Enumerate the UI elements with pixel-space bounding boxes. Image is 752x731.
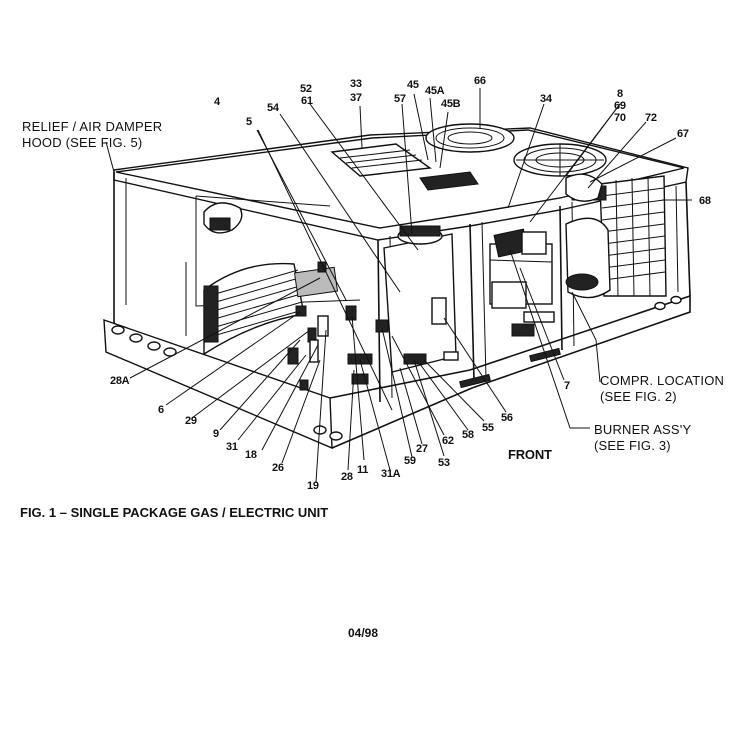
- callout-34: 34: [540, 93, 552, 105]
- callout-31: 31: [226, 441, 238, 453]
- callout-69: 69: [614, 100, 626, 112]
- callout-52: 52: [300, 83, 312, 95]
- callout-9: 9: [213, 428, 219, 440]
- callout-19: 19: [307, 480, 319, 492]
- callout-28a: 28A: [110, 375, 130, 387]
- callout-56: 56: [501, 412, 513, 424]
- callout-67: 67: [677, 128, 689, 140]
- callout-11: 11: [357, 464, 369, 476]
- callout-59: 59: [404, 455, 416, 467]
- callout-62: 62: [442, 435, 454, 447]
- callout-54: 54: [267, 102, 279, 114]
- callout-58: 58: [462, 429, 474, 441]
- callout-26: 26: [272, 462, 284, 474]
- blower-section: [375, 225, 459, 373]
- callout-31a: 31A: [381, 468, 401, 480]
- callout-66: 66: [474, 75, 486, 87]
- front-label: FRONT: [508, 447, 552, 462]
- callout-45: 45: [407, 79, 419, 91]
- condenser-section: [565, 173, 667, 299]
- figure-caption: FIG. 1 – SINGLE PACKAGE GAS / ELECTRIC U…: [20, 505, 329, 520]
- callout-27: 27: [416, 443, 428, 455]
- callout-55: 55: [482, 422, 494, 434]
- relief-hood-label: RELIEF / AIR DAMPER HOOD (SEE FIG. 5): [22, 119, 163, 150]
- callout-37: 37: [350, 92, 362, 104]
- callout-53: 53: [438, 457, 450, 469]
- callout-6: 6: [158, 404, 164, 416]
- callout-45a: 45A: [425, 85, 445, 97]
- callout-70: 70: [614, 112, 626, 124]
- callout-45b: 45B: [441, 98, 461, 110]
- callout-8: 8: [617, 88, 623, 100]
- callout-68: 68: [699, 195, 711, 207]
- callout-28: 28: [341, 471, 353, 483]
- page-code: 04/98: [348, 626, 379, 640]
- compressor-location-label: COMPR. LOCATION (SEE FIG. 2): [600, 373, 725, 404]
- callout-33: 33: [350, 78, 362, 90]
- callout-61: 61: [301, 95, 313, 107]
- callout-5: 5: [246, 116, 252, 128]
- callout-18: 18: [245, 449, 257, 461]
- callout-29: 29: [185, 415, 197, 427]
- leader-lines: [105, 88, 692, 483]
- callout-57: 57: [394, 93, 406, 105]
- burner-assembly-label: BURNER ASS'Y (SEE FIG. 3): [594, 422, 692, 453]
- callout-72: 72: [645, 112, 657, 124]
- burner-section: [489, 228, 555, 337]
- callout-7: 7: [564, 380, 570, 392]
- callout-4: 4: [214, 96, 220, 108]
- left-compartment: [185, 202, 373, 391]
